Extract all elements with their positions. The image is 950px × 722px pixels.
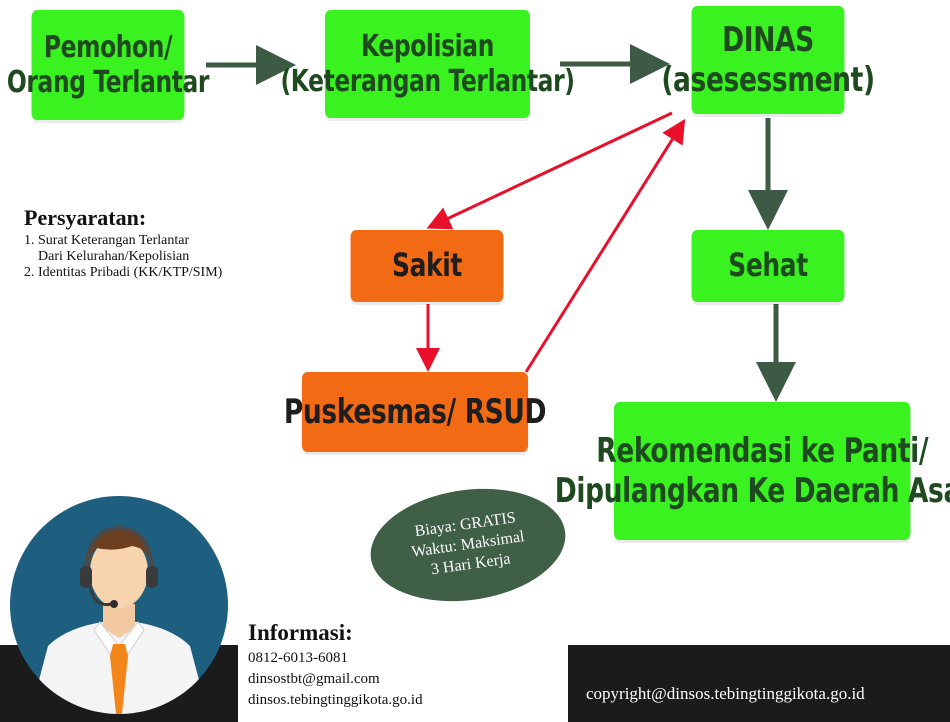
step-dinas-line1: DINAS xyxy=(722,19,814,60)
requirements-title: Persyaratan: xyxy=(24,205,147,230)
info-panel xyxy=(238,620,568,722)
step-kepolisian-line1: Kepolisian xyxy=(361,28,494,64)
step-sehat: Sehat xyxy=(691,230,845,302)
step-pemohon-line1: Pemohon/ xyxy=(43,29,173,65)
step-kepolisian: Kepolisian (Keterangan Terlantar) xyxy=(280,10,575,118)
step-puskesmas: Puskesmas/ RSUD xyxy=(284,372,547,452)
step-sehat-label: Sehat xyxy=(728,246,808,285)
info-phone: 0812-6013-6081 xyxy=(248,650,348,666)
info-website[interactable]: dinsos.tebingtinggikota.go.id xyxy=(248,692,423,708)
requirement-item: 2. Identitas Pribadi (KK/KTP/SIM) xyxy=(24,265,223,280)
requirements-block: Persyaratan: 1. Surat Keterangan Terlant… xyxy=(24,205,222,281)
step-puskesmas-label: Puskesmas/ RSUD xyxy=(283,391,547,432)
customer-service-avatar-icon xyxy=(10,496,228,714)
step-rekomendasi: Rekomendasi ke Panti/ Dipulangkan Ke Dae… xyxy=(555,402,950,540)
info-title: Informasi: xyxy=(248,620,353,645)
requirement-item: Dari Kelurahan/Kepolisian xyxy=(38,249,190,264)
step-pemohon: Pemohon/ Orang Terlantar xyxy=(7,10,209,120)
info-email[interactable]: dinsostbt@gmail.com xyxy=(248,671,380,687)
step-dinas-line2: (asesessment) xyxy=(661,60,875,100)
step-kepolisian-line2: (Keterangan Terlantar) xyxy=(280,64,575,99)
step-dinas: DINAS (asesessment) xyxy=(661,6,875,114)
step-rekomendasi-line1: Rekomendasi ke Panti/ xyxy=(596,430,929,471)
arrow-dinas-to-sakit xyxy=(426,111,673,230)
step-pemohon-line2: Orang Terlantar xyxy=(6,65,210,100)
arrow-puskesmas-to-dinas xyxy=(524,118,686,373)
copyright-text: copyright@dinsos.tebingtinggikota.go.id xyxy=(586,684,865,703)
step-sakit-label: Sakit xyxy=(392,246,462,285)
step-sakit: Sakit xyxy=(350,230,504,302)
step-rekomendasi-line2: Dipulangkan Ke Daerah Asal xyxy=(554,471,950,511)
requirement-item: 1. Surat Keterangan Terlantar xyxy=(24,233,190,248)
